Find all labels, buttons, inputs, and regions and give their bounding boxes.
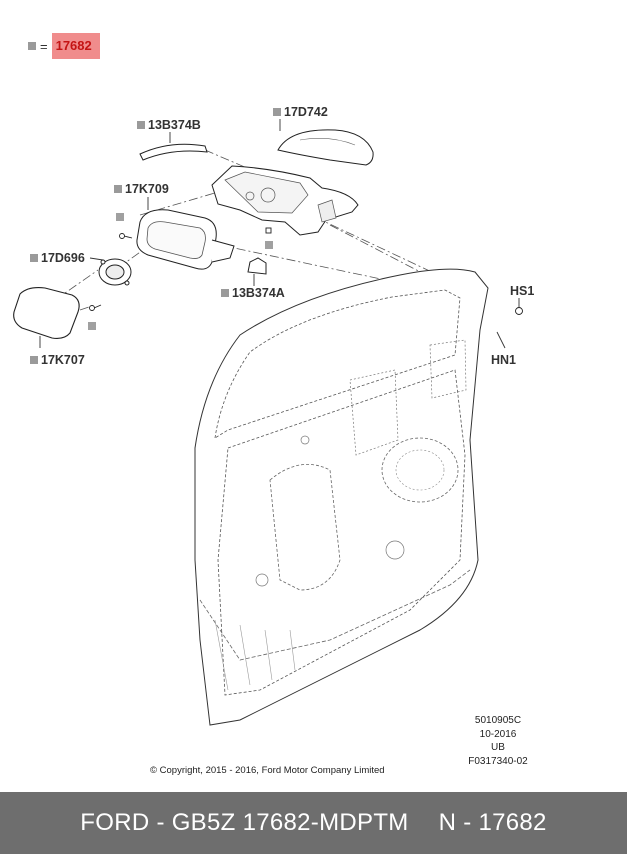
clip-13B374A <box>247 257 267 275</box>
drawing-code-line: 10-2016 <box>479 728 517 740</box>
footer-reference: N - 17682 <box>438 809 547 836</box>
callout-17D742: 17D742 <box>273 105 328 119</box>
highlighted-part-number: 17682 <box>51 33 100 59</box>
footer-part-number: FORD - GB5Z 17682-MDPTM <box>80 809 409 836</box>
mirror-motor-17D696 <box>98 258 132 286</box>
part-footer-bar: FORD - GB5Z 17682-MDPTM N - 17682 <box>0 792 627 854</box>
fastener-marker <box>88 322 96 330</box>
mirror-frame-17K709 <box>136 209 235 270</box>
drawing-code-line: UB <box>491 742 505 753</box>
mirror-housing <box>211 165 359 236</box>
mirror-cap-17D742 <box>277 129 374 166</box>
legend-equals: = <box>40 38 48 54</box>
callout-17D696: 17D696 <box>30 251 85 265</box>
callout-leaders <box>39 119 520 349</box>
drawing-code-block: 5010905C 10-2016 UB F0317340-02 <box>458 714 538 768</box>
fastener-marker <box>116 213 124 221</box>
mirror-trim-13B374B <box>139 143 208 161</box>
part-legend: = 17682 <box>28 33 100 59</box>
copyright-notice: © Copyright, 2015 - 2016, Ford Motor Com… <box>150 765 385 776</box>
callout-13B374B: 13B374B <box>137 118 201 132</box>
fastener-marker <box>265 241 273 249</box>
legend-marker <box>28 42 36 50</box>
mirror-glass-17K707 <box>13 287 80 339</box>
fastener-screws <box>89 227 523 315</box>
callout-HN1: HN1 <box>491 353 517 367</box>
callout-17K709: 17K709 <box>114 182 169 196</box>
exploded-parts-diagram <box>13 119 523 726</box>
callout-17K707: 17K707 <box>30 353 85 367</box>
callout-13B374A: 13B374A <box>221 286 285 300</box>
door-frame <box>194 268 489 726</box>
callout-HS1: HS1 <box>510 284 535 298</box>
drawing-code-line: 5010905C <box>474 715 522 726</box>
drawing-code-line: F0317340-02 <box>468 755 528 767</box>
